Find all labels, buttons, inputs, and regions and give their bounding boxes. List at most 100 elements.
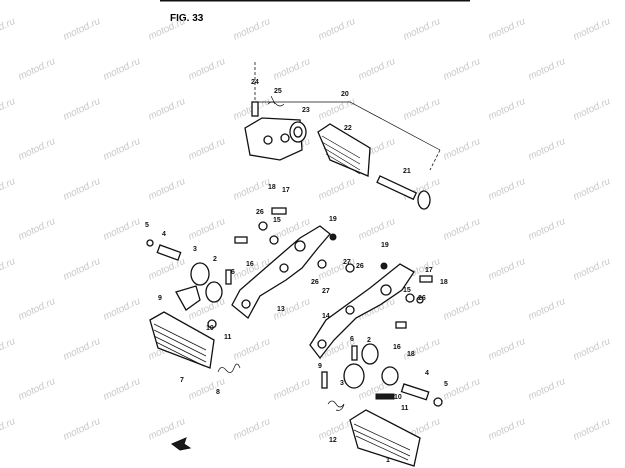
collar-2a (205, 281, 223, 303)
callout-17a: 17 (282, 187, 290, 194)
callout-26c: 26 (311, 279, 319, 286)
watermark-text: motod.ru (62, 96, 103, 123)
watermark-text: motod.ru (442, 296, 483, 323)
watermark-text: motod.ru (147, 96, 188, 123)
callout-16a: 16 (246, 261, 254, 268)
callout-10b: 10 (394, 394, 402, 401)
callout-9a: 9 (158, 295, 162, 302)
watermark-text: motod.ru (572, 16, 613, 43)
callout-19a: 19 (329, 216, 337, 223)
watermark-text: motod.ru (442, 376, 483, 403)
bolt-24 (251, 101, 259, 117)
watermark-text: motod.ru (62, 416, 103, 443)
bolt-4a (156, 244, 182, 261)
callout-9b: 9 (318, 363, 322, 370)
callout-12: 12 (329, 437, 337, 444)
collar-2b (361, 343, 379, 365)
watermark-text: motod.ru (487, 16, 528, 43)
watermark-text: motod.ru (442, 56, 483, 83)
bolt-16b (395, 321, 407, 329)
washer-10a (207, 319, 217, 329)
watermark-text: motod.ru (102, 216, 143, 243)
nut-26d (416, 296, 424, 304)
callout-11a: 11 (224, 334, 232, 341)
watermark-text: motod.ru (62, 16, 103, 43)
watermark-text: motod.ru (187, 216, 228, 243)
watermark-text: motod.ru (572, 416, 613, 443)
callout-27b: 27 (322, 288, 330, 295)
clip-9a (175, 285, 201, 311)
footpeg-right (349, 409, 421, 467)
watermark-text: motod.ru (0, 176, 17, 203)
watermark-text: motod.ru (17, 136, 58, 163)
watermark-text: motod.ru (17, 376, 58, 403)
watermark-text: motod.ru (62, 176, 103, 203)
watermark-text: motod.ru (232, 416, 273, 443)
callout-6a: 6 (231, 269, 235, 276)
pin-6b (351, 345, 358, 361)
watermark-text: motod.ru (147, 176, 188, 203)
watermark-text: motod.ru (232, 176, 273, 203)
nut-19b (380, 262, 388, 270)
callout-18a: 18 (268, 184, 276, 191)
bracket-plate (244, 117, 303, 161)
watermark-text: motod.ru (527, 296, 568, 323)
callout-4a: 4 (162, 231, 166, 238)
watermark-text: motod.ru (527, 376, 568, 403)
callout-2a: 2 (213, 256, 217, 263)
watermark-text: motod.ru (232, 16, 273, 43)
callout-27a: 27 (343, 259, 351, 266)
spring-25 (267, 101, 285, 107)
nut-5b (433, 397, 443, 407)
callout-18c: 18 (407, 351, 415, 358)
callout-19b: 19 (381, 242, 389, 249)
watermark-text: motod.ru (17, 56, 58, 83)
pin-9b (321, 371, 328, 389)
watermark-text: motod.ru (527, 216, 568, 243)
callout-13: 13 (277, 306, 285, 313)
watermark-text: motod.ru (317, 16, 358, 43)
callout-10a: 10 (206, 325, 214, 332)
spring-8 (217, 363, 241, 373)
watermark-text: motod.ru (357, 56, 398, 83)
collar-3a (190, 262, 210, 286)
callout-20: 20 (341, 91, 349, 98)
watermark-text: motod.ru (102, 376, 143, 403)
callout-26a: 26 (256, 209, 264, 216)
callout-23a: 23 (302, 107, 310, 114)
callout-24a: 24 (251, 79, 259, 86)
pin-21 (376, 175, 418, 201)
watermark-text: motod.ru (0, 96, 17, 123)
washer-15a (269, 235, 279, 245)
callout-22: 22 (344, 125, 352, 132)
callout-21: 21 (403, 168, 411, 175)
watermark-text: motod.ru (487, 256, 528, 283)
upper-footrest-assembly (244, 62, 441, 210)
watermark-text: motod.ru (402, 96, 443, 123)
callout-5a: 5 (145, 222, 149, 229)
watermark-text: motod.ru (487, 336, 528, 363)
callout-5b: 5 (444, 381, 448, 388)
callout-7: 7 (180, 377, 184, 384)
callout-layer: 24 25 20 23 22 21 18 17 26 15 19 5 4 3 2… (145, 79, 448, 464)
watermark-text: motod.ru (317, 176, 358, 203)
callout-6b: 6 (350, 336, 354, 343)
washer-15b (405, 293, 415, 303)
watermark-text: motod.ru (527, 56, 568, 83)
bracket-13 (231, 225, 331, 319)
watermark-text: motod.ru (17, 296, 58, 323)
watermark-text: motod.ru (317, 96, 358, 123)
watermark-text: motod.ru (102, 296, 143, 323)
watermark-text: motod.ru (357, 216, 398, 243)
watermark-text: motod.ru (0, 256, 17, 283)
callout-18b: 18 (440, 279, 448, 286)
callout-14: 14 (322, 313, 330, 320)
nut-5a (146, 239, 154, 247)
watermark-text: motod.ru (572, 256, 613, 283)
callout-16b: 16 (393, 344, 401, 351)
watermark-text: motod.ru (487, 176, 528, 203)
pin-6a (225, 269, 232, 285)
callout-8: 8 (216, 389, 220, 396)
